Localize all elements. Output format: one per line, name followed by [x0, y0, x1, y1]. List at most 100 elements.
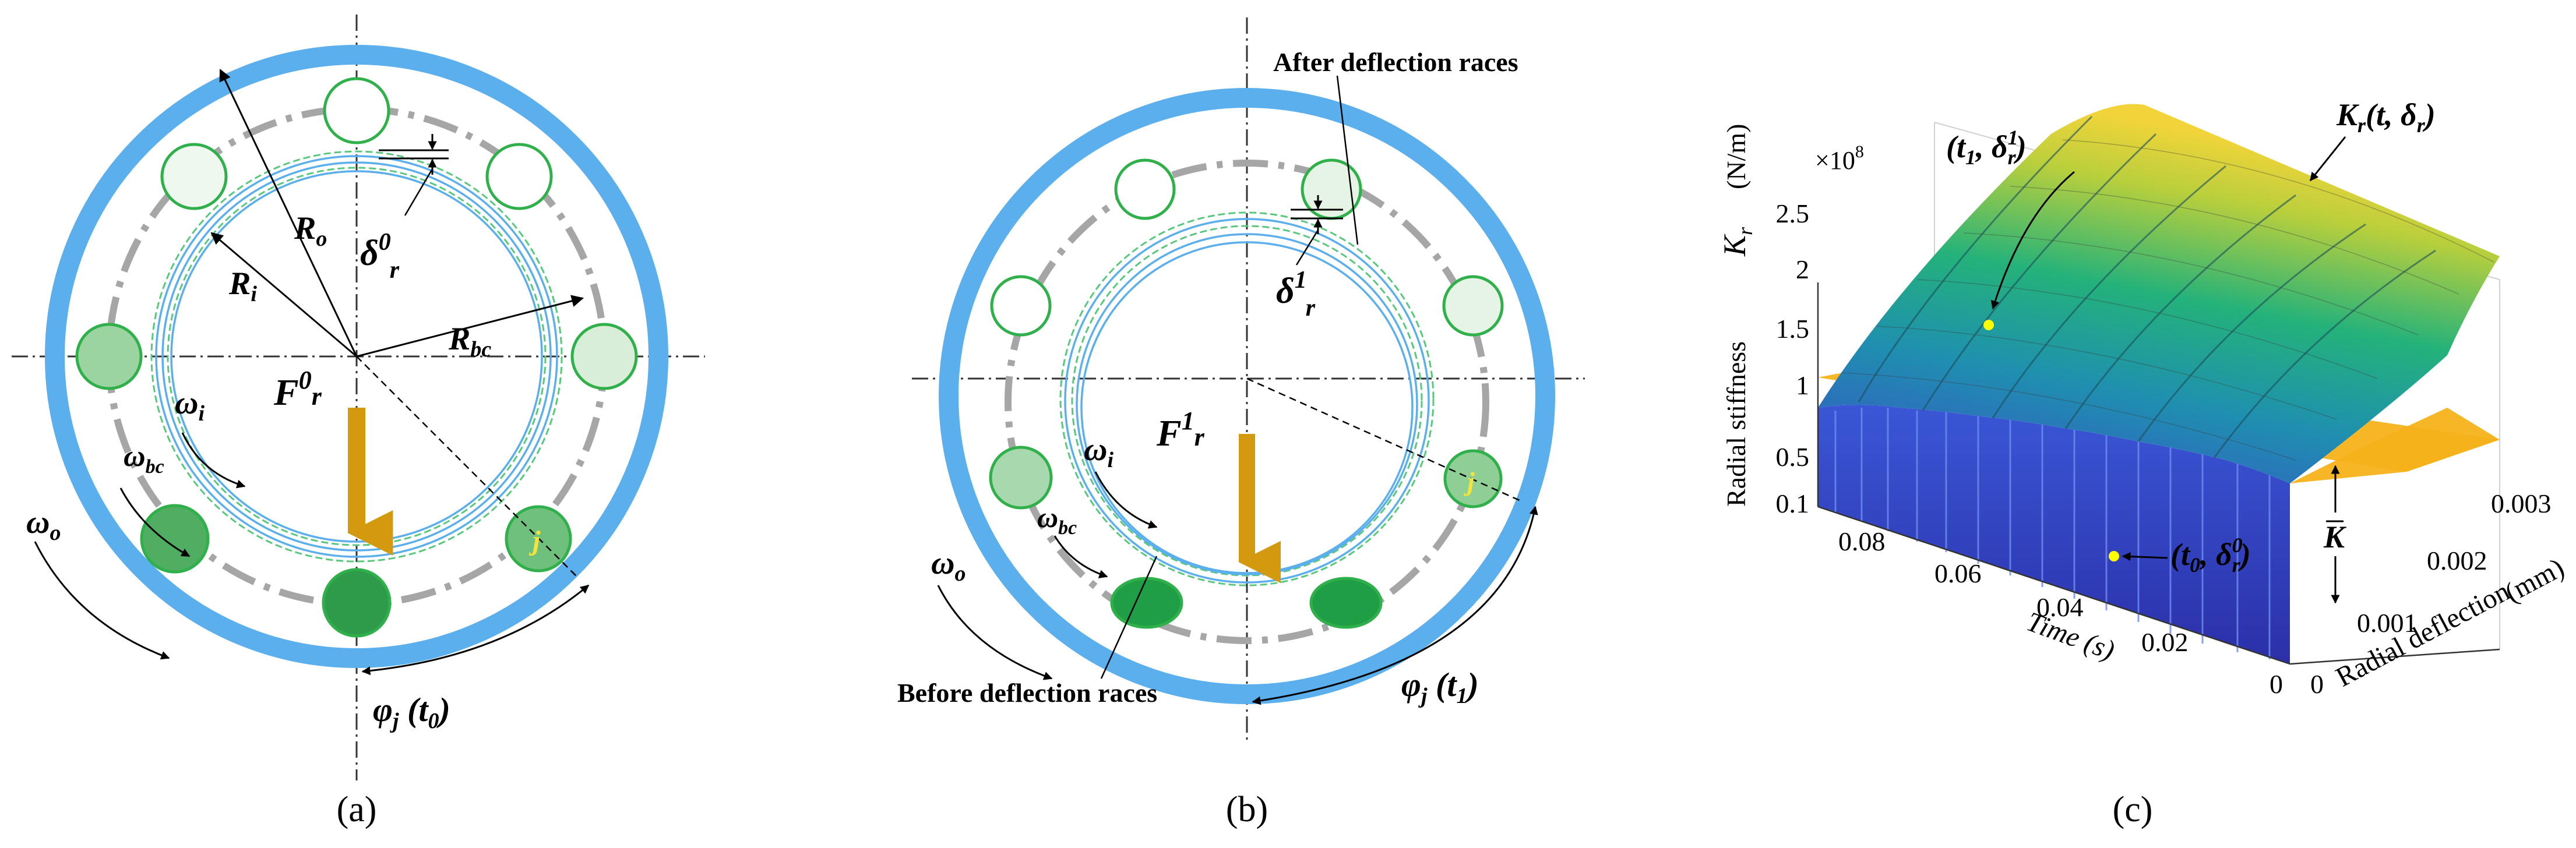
- stiffness-surface: [1818, 104, 2500, 484]
- time-tick-label: 0.04: [2036, 592, 2084, 622]
- omega-i-arc: [1094, 471, 1158, 529]
- ball: [1442, 275, 1504, 337]
- deflection-tick-label: 0.003: [2491, 489, 2552, 518]
- after-leader: [1336, 75, 1359, 245]
- surface-front-wall: [1818, 405, 2290, 664]
- phi-dashed-line: [1246, 377, 1521, 502]
- label-omega-bc: ωbc: [124, 440, 164, 478]
- z-tick-label: 1: [1796, 370, 1809, 400]
- ball: [140, 504, 210, 574]
- deflection-tick-label: 0.001: [2357, 608, 2418, 638]
- inner-race-outer-dashed: [1059, 211, 1435, 586]
- deflection-axis-line: [2289, 648, 2500, 665]
- grid-line: [2010, 186, 2459, 295]
- label-omega-o: ωo: [931, 545, 966, 586]
- time-axis-line: [1817, 506, 2290, 665]
- z-ticks: 0.1 0.5 1 1.5 2 2.5: [1776, 199, 1810, 518]
- grid-line: [2062, 139, 2494, 263]
- inner-race-outer-dashed: [150, 150, 563, 563]
- phi-dashed-line: [356, 356, 577, 577]
- y-axis-symbol: Kr: [1717, 227, 1757, 257]
- ro-arrow: [219, 69, 358, 357]
- cage-pitch-circle: [1005, 160, 1489, 644]
- ridge: [1858, 115, 2093, 402]
- caption-c: (c): [2113, 790, 2153, 829]
- surface-label: Kr(t, δr): [2336, 97, 2436, 137]
- y-axis-label: Radial stiffness: [1721, 341, 1751, 507]
- front-wall-stripes: [1834, 408, 2271, 659]
- ridge: [2064, 194, 2296, 429]
- omega-i-arc: [181, 432, 246, 489]
- ridge: [1922, 133, 2157, 411]
- phi-arc: [361, 584, 590, 676]
- ball: [1114, 158, 1176, 220]
- label-ro: Ro: [294, 210, 327, 251]
- ridge: [1992, 165, 2226, 419]
- deflection-tick-label: 0.002: [2427, 546, 2487, 575]
- ri-arrow: [210, 232, 357, 358]
- z-tick-label: 0.1: [1776, 489, 1810, 518]
- ball: [485, 143, 553, 210]
- surface-ridges: [1858, 115, 2436, 458]
- inner-race-line-1: [155, 155, 558, 558]
- z-tick-label: 1.5: [1776, 314, 1810, 344]
- label-force-0r: F0r: [273, 366, 322, 413]
- outer-race: [45, 45, 668, 668]
- time-ticks: 0.08 0.06 0.04 0.02 0: [1838, 527, 2283, 699]
- ball: [989, 446, 1053, 510]
- ball: [1309, 577, 1383, 629]
- deflection-ticks: 0 0.001 0.002 0.003: [2310, 489, 2552, 699]
- phi-arc: [1252, 506, 1538, 705]
- deflection-tick-label: 0: [2310, 669, 2324, 699]
- label-omega-o: ωo: [26, 504, 61, 545]
- before-leader: [1100, 556, 1158, 679]
- time-tick-label: 0.08: [1838, 527, 1886, 556]
- ball: [570, 323, 638, 390]
- z-tick-label: 2.5: [1776, 199, 1810, 228]
- grid-line: [1963, 232, 2419, 335]
- omega-o-arc: [937, 585, 1053, 680]
- time-tick-label: 0: [2270, 669, 2283, 699]
- delta-leader: [1295, 229, 1319, 266]
- ball: [1110, 577, 1183, 629]
- label-omega-bc: ωbc: [1037, 501, 1077, 539]
- z-tick-label: 0.5: [1776, 442, 1810, 472]
- panel-b-bearing-diagram: After deflection races Before deflection…: [897, 17, 1585, 829]
- ridge: [2213, 249, 2436, 458]
- ball: [75, 323, 143, 390]
- delta-leader: [404, 168, 434, 216]
- ball: [323, 77, 390, 144]
- label-phi-t0: φj (t0): [373, 691, 450, 733]
- time-tick-label: 0.02: [2141, 627, 2189, 657]
- surface-grid: [1841, 139, 2494, 461]
- exponent-label: ×108: [1815, 142, 1864, 175]
- point1-arrow: [1990, 171, 2075, 310]
- omega-bc-arc: [1053, 535, 1108, 578]
- kbar-plane-front: [2290, 408, 2500, 483]
- time-tick-label: 0.06: [1934, 559, 1982, 588]
- point0-marker: [2109, 551, 2119, 561]
- label-ri: Ri: [228, 266, 257, 306]
- label-omega-i: ωi: [175, 385, 205, 426]
- panel-c-stiffness-surface: 0.1 0.5 1 1.5 2 2.5 ×108 Radial stiffnes…: [1717, 97, 2569, 829]
- label-before-deflection: Before deflection races: [897, 678, 1157, 708]
- label-phi-t1: φj (t1): [1401, 666, 1479, 708]
- point1-marker: [1983, 320, 1994, 330]
- z-tick-label: 2: [1796, 255, 1809, 284]
- point0-arrow: [2122, 552, 2168, 561]
- rbc-arrow: [356, 295, 584, 358]
- label-omega-i: ωi: [1084, 432, 1114, 472]
- grid-line: [1916, 279, 2378, 379]
- ridge: [2137, 223, 2366, 442]
- caption-a: (a): [337, 790, 377, 829]
- label-force-1r: F1r: [1156, 407, 1205, 454]
- label-rbc: Rbc: [448, 321, 491, 362]
- omega-o-arc: [34, 541, 170, 660]
- label-after-deflection: After deflection races: [1273, 47, 1518, 77]
- surface-label-arrow: [2309, 136, 2346, 182]
